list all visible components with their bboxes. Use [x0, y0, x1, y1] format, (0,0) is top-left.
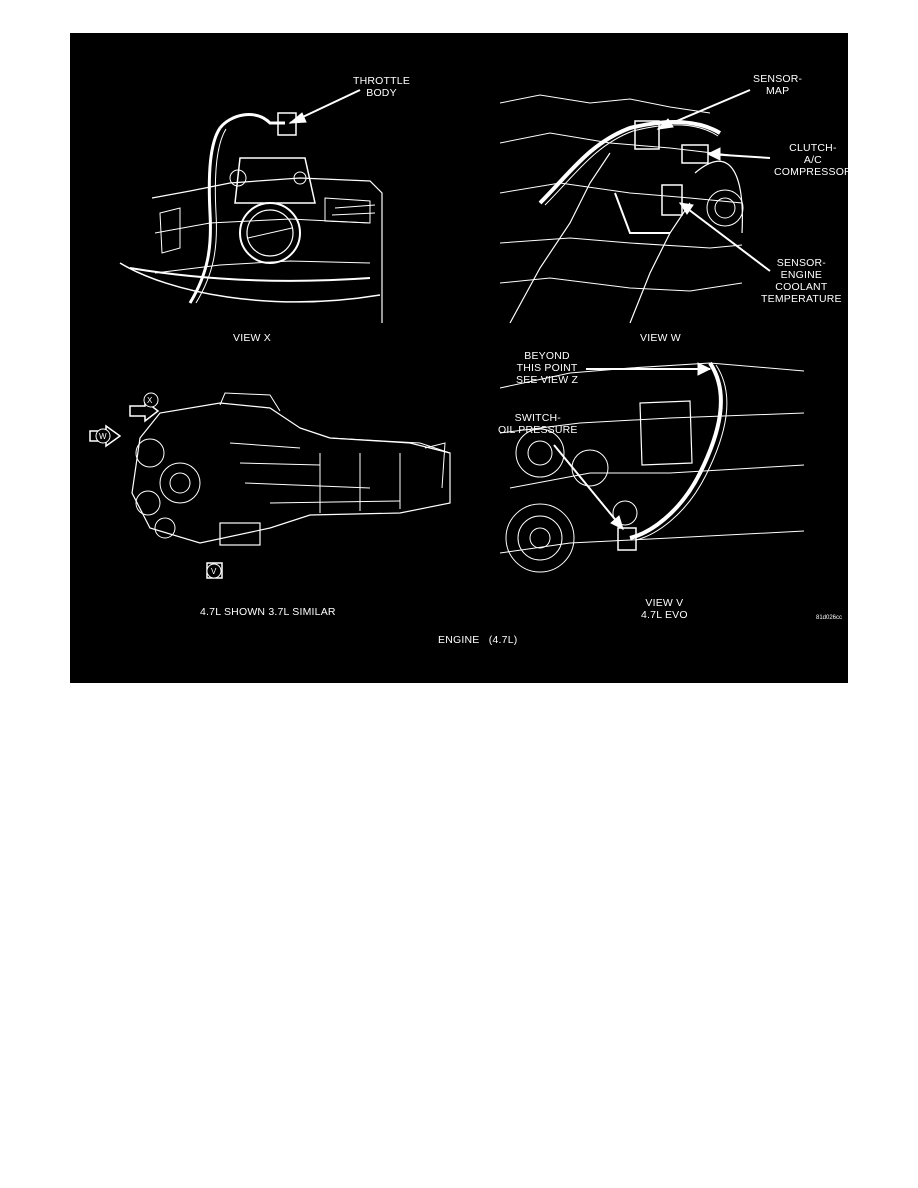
callout-line: BODY [366, 87, 397, 99]
view-v-title: VIEW V 4.7L EVO [641, 597, 688, 621]
callout-line: SENSOR- [776, 257, 826, 269]
marker-v-label: V [211, 567, 217, 576]
beyond-this-point-callout: BEYOND THIS POINT SEE VIEW Z [516, 350, 578, 386]
clutch-ac-compressor-callout: CLUTCH- A/C COMPRESSOR [774, 142, 852, 178]
callout-line: THROTTLE [353, 75, 411, 87]
sensor-map-callout: SENSOR- MAP [753, 73, 802, 97]
sensor-ect-callout: SENSOR- ENGINE COOLANT TEMPERATURE [761, 257, 842, 305]
view-w-title: VIEW W [640, 332, 681, 344]
callout-line: COMPRESSOR [774, 166, 852, 178]
callout-line: ENGINE [780, 269, 823, 281]
figure-code: 81d026cc [816, 615, 843, 621]
engine-overview-illustration [89, 392, 451, 579]
marker-x-label: X [147, 396, 153, 405]
title-line: VIEW V [645, 597, 684, 609]
throttle-body-callout: THROTTLE BODY [353, 75, 410, 99]
figure-caption: ENGINE (4.7L) [438, 634, 518, 646]
callout-line: CLUTCH- [789, 142, 837, 154]
callout-line: A/C [803, 154, 822, 166]
callout-line: SENSOR- [753, 73, 803, 85]
callout-line: SEE VIEW Z [516, 374, 579, 386]
view-x-illustration [119, 89, 383, 324]
engine-illustrations [89, 89, 805, 589]
oil-pressure-switch-callout: SWITCH- OIL PRESSURE [498, 412, 578, 436]
engine-wiring-figure: THROTTLE BODY VIEW X SENSOR- MAP CLUTCH-… [70, 33, 852, 683]
overview-caption: 4.7L SHOWN 3.7L SIMILAR [200, 606, 336, 618]
callout-line: SWITCH- [514, 412, 561, 424]
callout-line: THIS POINT [516, 362, 578, 374]
callout-line: OIL PRESSURE [498, 424, 578, 436]
callout-line: MAP [765, 85, 790, 97]
callout-line: TEMPERATURE [761, 293, 842, 305]
view-v-illustration [497, 352, 805, 589]
callout-line: COOLANT [775, 281, 828, 293]
marker-w-label: W [99, 432, 107, 441]
callout-line: BEYOND [524, 350, 570, 362]
view-w-illustration [497, 89, 771, 326]
view-x-title: VIEW X [233, 332, 271, 344]
title-line: 4.7L EVO [641, 609, 688, 621]
